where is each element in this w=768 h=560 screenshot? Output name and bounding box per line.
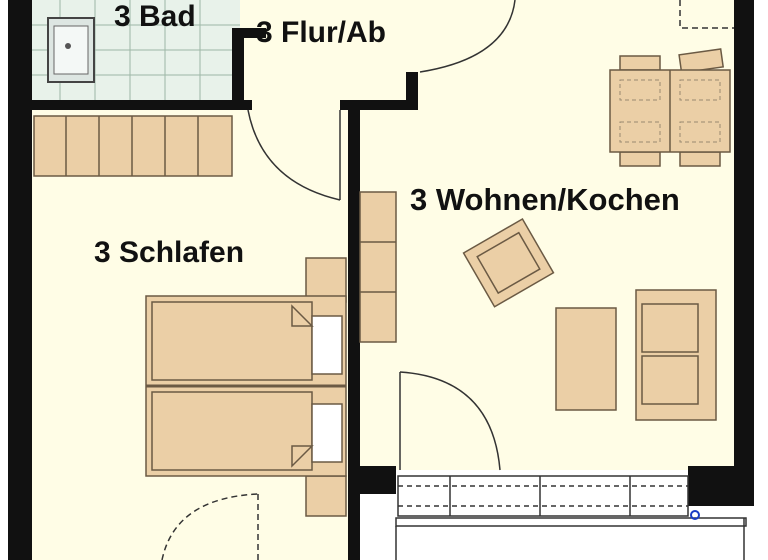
door-swing-icon [161,0,734,560]
sofa-icon [635,289,717,421]
table-icon [609,48,731,167]
coffee-table [555,307,617,411]
window-icon [395,475,747,560]
armchair-icon [462,217,555,308]
room-label-wohnen: 3 Wohnen/Kochen [410,182,680,217]
chair-icon [619,79,721,143]
walls [8,0,754,560]
wardrobe [33,115,233,177]
bed-icon [145,257,347,517]
room-label-schlafen: 3 Schlafen [94,236,244,269]
room-label-bad: 3 Bad [114,0,196,33]
sink-icon [47,17,95,83]
shelf [359,191,397,343]
room-label-flur: 3 Flur/Ab [256,16,386,49]
floor-hall [240,0,350,110]
